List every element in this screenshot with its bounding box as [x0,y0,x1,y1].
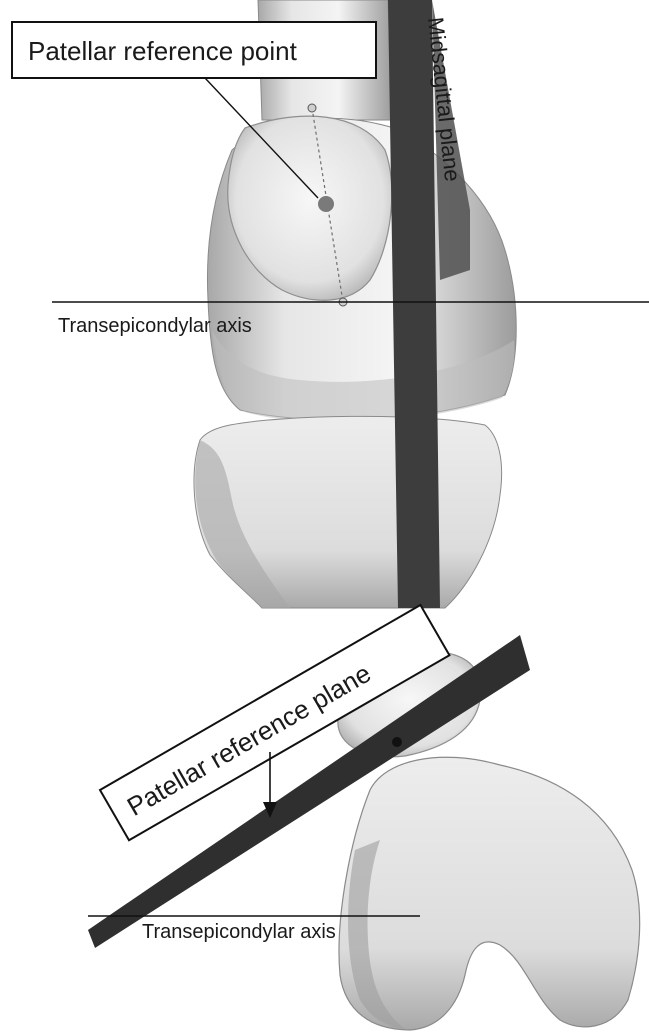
transepicondylar-axis-label-bottom: Transepicondylar axis [142,921,336,943]
patellar-reference-plane-label: Patellar reference plane [122,658,376,822]
ridge-endpoint-top [308,104,316,112]
transepicondylar-axis-label-top: Transepicondylar axis [58,315,252,337]
patellar-reference-point-label: Patellar reference point [28,36,298,66]
top-panel: Patellar reference point Midsagittal pla… [12,0,649,608]
patellar-reference-point [318,196,334,212]
bottom-panel: Patellar reference plane Transepicondyla… [88,605,640,1030]
distal-femur [339,757,640,1030]
plane-reference-point [392,737,402,747]
